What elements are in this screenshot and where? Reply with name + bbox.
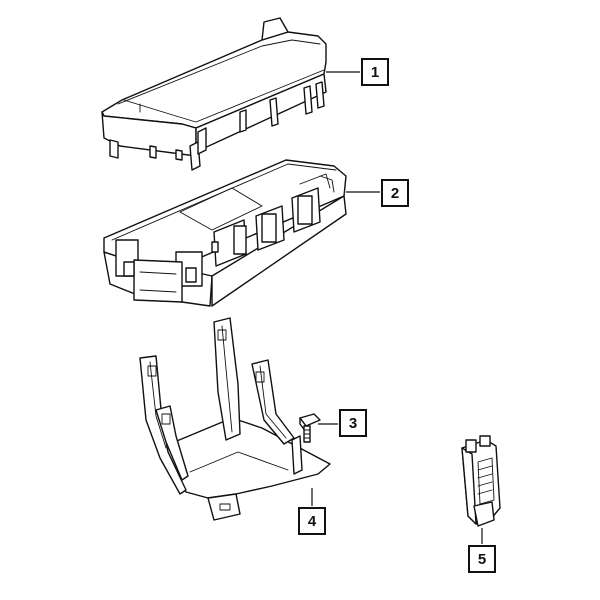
callout-2: 2 — [381, 179, 409, 207]
screw — [299, 413, 321, 443]
retainer-clip — [461, 435, 501, 527]
fuse-box-body — [103, 159, 347, 307]
callout-4: 4 — [298, 507, 326, 535]
mounting-bracket — [139, 317, 331, 521]
callout-1: 1 — [361, 58, 389, 86]
callout-3: 3 — [339, 409, 367, 437]
callout-5: 5 — [468, 545, 496, 573]
fuse-box-cover — [101, 17, 327, 171]
